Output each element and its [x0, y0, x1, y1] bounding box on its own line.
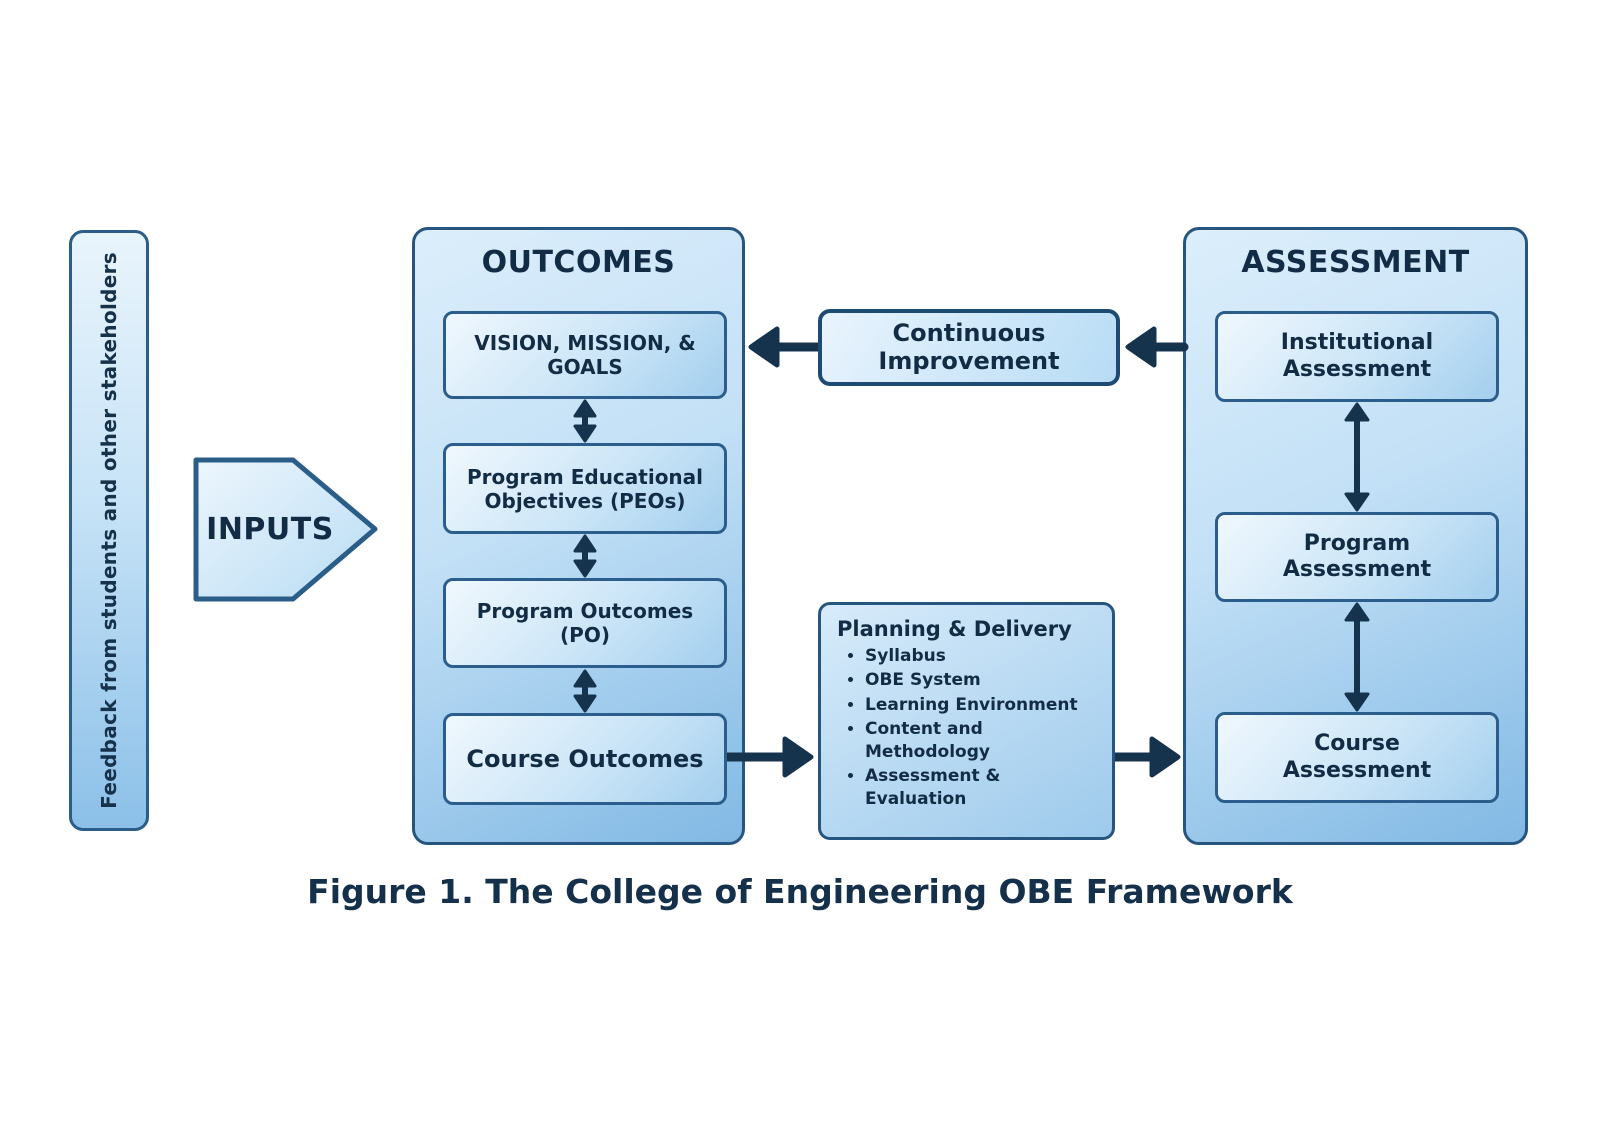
- inputs-label: INPUTS: [206, 511, 334, 547]
- po-box: Program Outcomes (PO): [443, 578, 727, 668]
- inputs-arrow-shape: [193, 457, 378, 602]
- planning-bullet: Assessment & Evaluation: [865, 765, 1106, 810]
- planning-bullet: Learning Environment: [865, 694, 1106, 716]
- planning-bullet: OBE System: [865, 669, 1106, 691]
- arrow-continuous-improvement-to-outcomes: [748, 326, 824, 368]
- planning-delivery-box: Planning & Delivery Syllabus OBE System …: [818, 602, 1115, 840]
- arrow-planning-to-assessment: [1108, 736, 1181, 778]
- vision-mission-goals-box: VISION, MISSION, & GOALS: [443, 311, 727, 399]
- inputs-arrow: INPUTS: [190, 453, 385, 605]
- planning-delivery-title: Planning & Delivery: [837, 617, 1072, 641]
- planning-delivery-list: Syllabus OBE System Learning Environment…: [837, 645, 1106, 810]
- institutional-assessment-box: Institutional Assessment: [1215, 311, 1499, 402]
- arrow-assessment-to-continuous-improvement: [1125, 326, 1189, 368]
- feedback-bar-label: Feedback from students and other stakeho…: [97, 252, 121, 809]
- course-assessment-box: Course Assessment: [1215, 712, 1499, 803]
- figure-caption: Figure 1. The College of Engineering OBE…: [307, 872, 1293, 911]
- program-assessment-box: Program Assessment: [1215, 512, 1499, 602]
- course-outcomes-box: Course Outcomes: [443, 713, 727, 805]
- peo-box: Program Educational Objectives (PEOs): [443, 443, 727, 534]
- planning-bullet: Content and Methodology: [865, 718, 1106, 763]
- assessment-title: ASSESSMENT: [1241, 245, 1470, 280]
- planning-bullet: Syllabus: [865, 645, 1106, 667]
- outcomes-title: OUTCOMES: [481, 245, 676, 280]
- continuous-improvement-box: Continuous Improvement: [818, 309, 1120, 386]
- feedback-bar: Feedback from students and other stakeho…: [69, 230, 149, 831]
